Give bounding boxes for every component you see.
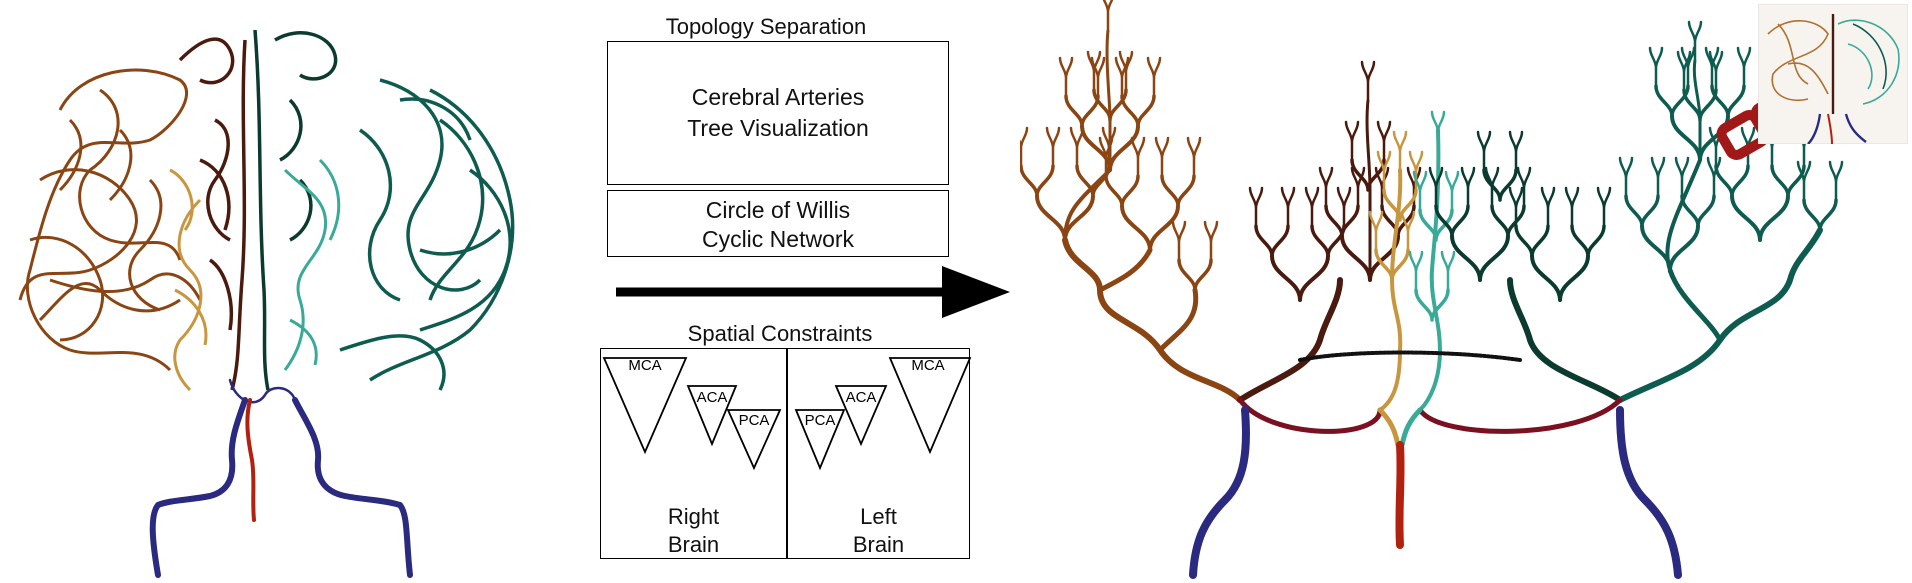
brain-vessel-rendering <box>18 29 515 578</box>
tree-visualization-box: Cerebral Arteries Tree Visualization <box>607 41 949 185</box>
right-mca-triangle <box>602 357 688 455</box>
left-mca-triangle <box>888 357 972 455</box>
left-mca-vessels <box>339 78 515 391</box>
right-mca-tree <box>1020 0 1243 403</box>
tree-box-line2: Tree Visualization <box>687 115 869 141</box>
left-aca-triangle <box>834 385 888 447</box>
willis-box-line1: Circle of Willis <box>705 197 851 223</box>
arrow-head <box>942 266 1010 318</box>
circle-of-willis <box>1237 350 1623 448</box>
right-aca-label: ACA <box>697 389 728 406</box>
right-pca-label: PCA <box>739 412 770 429</box>
tree-visualization <box>1020 0 1912 579</box>
right-mca-vessels <box>18 68 202 372</box>
left-pca-tree <box>1410 110 1458 412</box>
topology-title: Topology Separation <box>665 14 867 39</box>
left-carotid <box>1616 406 1682 579</box>
spatial-constraints-title: Spatial Constraints <box>687 321 873 346</box>
spatial-triangles: MCA ACA PCA PCA ACA MCA <box>602 357 972 471</box>
right-aca-triangle <box>686 385 738 447</box>
right-aca-vessels <box>178 37 247 391</box>
basilar-artery <box>1395 441 1405 549</box>
right-aca-tree <box>1237 60 1420 403</box>
right-brain-label-line1: Right <box>667 504 720 529</box>
left-mca-tree <box>1617 20 1842 403</box>
feeding-arteries <box>1189 406 1682 579</box>
right-carotid <box>1189 406 1250 579</box>
right-pca-tree <box>1370 130 1422 412</box>
transform-arrow <box>616 266 1010 318</box>
right-brain-label-line2: Brain <box>667 532 720 557</box>
tree-box-line1: Cerebral Arteries <box>691 84 865 110</box>
left-aca-tree <box>1430 132 1623 403</box>
left-aca-label: ACA <box>846 389 877 406</box>
left-brain-label-line1: Left <box>860 504 897 529</box>
base-vessels <box>149 378 413 578</box>
right-pca-vessels <box>169 168 208 392</box>
brain-thumbnail <box>1758 4 1908 144</box>
left-pca-label: PCA <box>805 412 836 429</box>
circle-of-willis-box: Circle of Willis Cyclic Network <box>607 190 949 257</box>
right-pca-triangle <box>726 409 782 471</box>
left-aca-vessels <box>253 29 338 391</box>
left-brain-label-line2: Brain <box>852 532 905 557</box>
willis-box-line2: Cyclic Network <box>701 226 855 252</box>
left-mca-label: MCA <box>911 357 944 374</box>
left-pca-triangle <box>794 409 846 471</box>
right-mca-label: MCA <box>628 357 661 374</box>
left-pca-vessels <box>283 158 341 371</box>
